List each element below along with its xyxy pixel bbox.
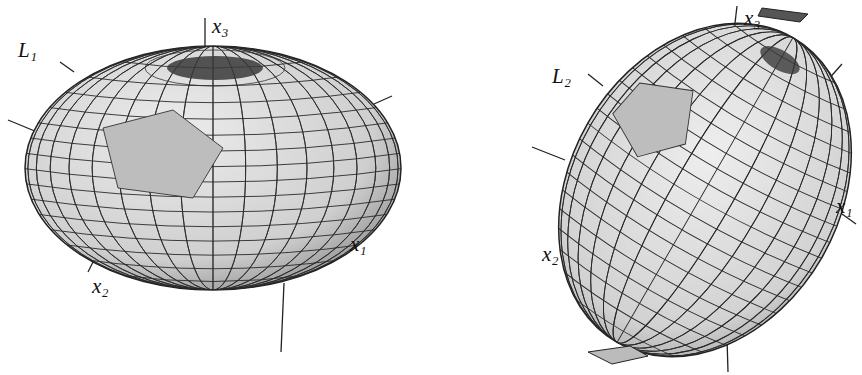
mesh-line — [591, 23, 819, 358]
mesh-line — [69, 46, 357, 290]
mesh-line — [28, 46, 398, 290]
flat-patch — [588, 346, 648, 364]
mesh-line — [526, 0, 862, 375]
axis-label: L₂ — [552, 66, 571, 87]
axis-label: x₃ — [212, 16, 229, 37]
mesh-line — [92, 46, 334, 290]
axis-label: x₃ — [744, 8, 761, 29]
mesh-line — [591, 23, 819, 358]
mesh-line — [92, 46, 334, 290]
mesh-line — [512, 0, 862, 375]
mesh-line — [503, 0, 862, 375]
mesh-line — [36, 46, 389, 290]
axis-label: x₂ — [92, 276, 109, 297]
mesh-line — [566, 8, 843, 371]
axis-label: x₁ — [836, 196, 853, 217]
mesh-line — [213, 46, 214, 290]
mesh-line — [50, 46, 376, 290]
axis-label: L₁ — [18, 40, 37, 61]
left-ellipsoid — [20, 46, 406, 290]
mesh-line — [526, 0, 862, 375]
mesh-line — [544, 0, 862, 375]
mesh-line — [69, 46, 357, 290]
right-ellipsoid — [496, 0, 862, 375]
mesh-line — [28, 46, 398, 290]
mesh-line — [50, 46, 376, 290]
mesh-line — [566, 8, 843, 371]
mesh-line — [544, 0, 862, 375]
mesh-line — [36, 46, 389, 290]
axis-label: x₁ — [350, 234, 367, 255]
mesh-line — [512, 0, 862, 375]
axis-label: x₂ — [542, 244, 559, 265]
flat-patch — [758, 8, 808, 22]
mesh-line — [503, 0, 862, 375]
